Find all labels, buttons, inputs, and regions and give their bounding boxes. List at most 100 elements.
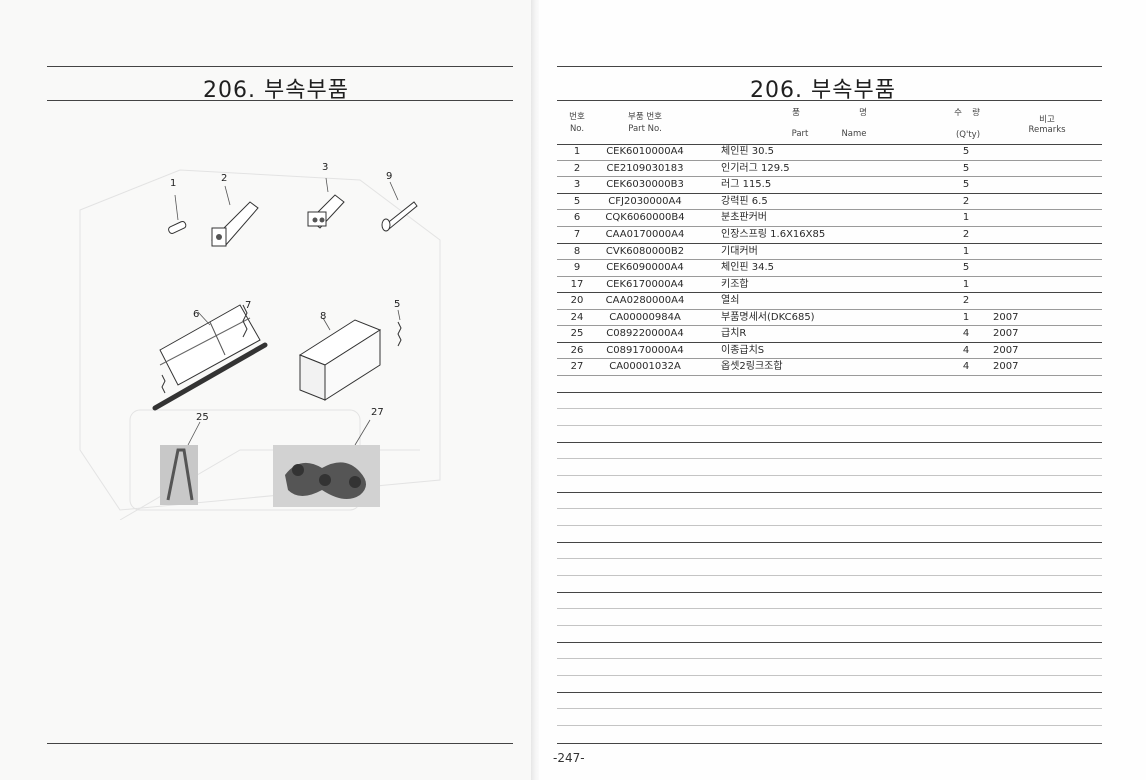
row-8-part-number: CEK6090000A4: [606, 262, 684, 273]
row-3-qty: 5: [962, 179, 970, 190]
row-6-part-number: CAA0170000A4: [605, 229, 685, 240]
left-bottom-rule: [47, 743, 513, 744]
header-bottom-rule: [557, 144, 1102, 145]
row-11-remarks: 2007: [993, 312, 1019, 323]
left-page: [0, 0, 535, 780]
part-3-lug-drawing: [307, 177, 345, 229]
row-rule: [557, 292, 1102, 293]
row-rule: [557, 508, 1102, 509]
row-rule: [557, 542, 1102, 543]
part-8-cover-drawing: [298, 317, 382, 401]
row-rule: [557, 442, 1102, 443]
right-bottom-rule: [557, 743, 1102, 744]
row-8-qty: 5: [962, 262, 970, 273]
row-rule: [557, 525, 1102, 526]
diagram-label-27: 27: [371, 407, 384, 418]
part-2-lug-drawing: [211, 185, 259, 247]
header-ryang: 량: [972, 108, 980, 118]
left-page-title: 206. 부속부품: [203, 78, 349, 103]
header-myeong: 명: [859, 108, 867, 118]
diagram-label-6: 6: [193, 309, 200, 320]
row-rule: [557, 692, 1102, 693]
left-title-bottom-rule: [47, 100, 513, 101]
row-rule: [557, 658, 1102, 659]
part-6-cover-drawing: [152, 304, 268, 411]
header-no-en: No.: [569, 124, 585, 134]
row-14-name: 옵셋2링크조합: [721, 361, 783, 372]
row-1-part-number: CEK6010000A4: [606, 146, 684, 157]
row-13-name: 이종급치S: [721, 345, 765, 356]
row-10-name: 열쇠: [721, 295, 740, 306]
row-4-name: 강력핀 6.5: [721, 196, 768, 207]
right-title-top-rule: [557, 66, 1102, 67]
header-qty-en: (Q'ty): [955, 130, 981, 140]
row-11-no: 24: [570, 312, 584, 323]
row-1-name: 체인핀 30.5: [721, 146, 775, 157]
row-8-name: 체인핀 34.5: [721, 262, 775, 273]
row-13-part-number: C089170000A4: [606, 345, 684, 356]
row-rule: [557, 625, 1102, 626]
diagram-label-9: 9: [386, 171, 393, 182]
left-title-top-rule: [47, 66, 513, 67]
row-2-no: 2: [573, 163, 581, 174]
row-5-no: 6: [573, 212, 581, 223]
row-9-name: 키조합: [721, 279, 749, 290]
row-3-part-number: CEK6030000B3: [606, 179, 684, 190]
row-4-no: 5: [573, 196, 581, 207]
row-rule: [557, 458, 1102, 459]
row-rule: [557, 425, 1102, 426]
row-12-name: 급치R: [721, 328, 747, 339]
row-10-part-number: CAA0280000A4: [605, 295, 685, 306]
row-rule: [557, 675, 1102, 676]
row-rule: [557, 193, 1102, 194]
row-rule: [557, 176, 1102, 177]
row-rule: [557, 575, 1102, 576]
row-9-no: 17: [570, 279, 584, 290]
right-title-bottom-rule: [557, 100, 1102, 101]
row-6-qty: 2: [962, 229, 970, 240]
row-7-part-number: CVK6080000B2: [605, 246, 685, 257]
row-13-qty: 4: [962, 345, 970, 356]
row-9-part-number: CEK6170000A4: [606, 279, 684, 290]
row-5-qty: 1: [962, 212, 970, 223]
row-10-no: 20: [570, 295, 584, 306]
header-name-en: Name: [841, 129, 867, 139]
row-rule: [557, 642, 1102, 643]
row-1-no: 1: [573, 146, 581, 157]
row-11-name: 부품명세서(DKC685): [721, 312, 815, 323]
header-su: 수: [954, 108, 962, 118]
header-part-en: Part: [791, 129, 809, 139]
row-12-no: 25: [570, 328, 584, 339]
part-25-clip-drawing: [160, 421, 201, 505]
row-9-qty: 1: [962, 279, 970, 290]
row-5-name: 분초판커버: [721, 212, 767, 223]
row-rule: [557, 408, 1102, 409]
row-rule: [557, 209, 1102, 210]
diagram-label-3: 3: [322, 162, 329, 173]
header-part-no-en: Part No.: [628, 124, 662, 134]
diagram-label-1: 1: [170, 178, 177, 189]
book-spine: [531, 0, 539, 780]
row-rule: [557, 276, 1102, 277]
right-page-title: 206. 부속부품: [750, 78, 896, 103]
parts-diagram: [79, 169, 441, 520]
diagram-label-25: 25: [196, 412, 209, 423]
part-27-link-drawing: [273, 419, 380, 507]
header-pum: 품: [792, 108, 800, 118]
row-rule: [557, 608, 1102, 609]
row-13-no: 26: [570, 345, 584, 356]
row-14-no: 27: [570, 361, 584, 372]
diagram-label-7: 7: [245, 300, 252, 311]
part-9-pin-drawing: [381, 181, 418, 232]
row-2-name: 인기러그 129.5: [721, 163, 790, 174]
row-3-no: 3: [573, 179, 581, 190]
row-2-part-number: CE2109030183: [606, 163, 684, 174]
row-rule: [557, 358, 1102, 359]
row-10-qty: 2: [962, 295, 970, 306]
row-12-remarks: 2007: [993, 328, 1019, 339]
row-4-part-number: CFJ2030000A4: [608, 196, 682, 207]
row-rule: [557, 708, 1102, 709]
row-11-qty: 1: [962, 312, 970, 323]
row-rule: [557, 475, 1102, 476]
row-rule: [557, 392, 1102, 393]
